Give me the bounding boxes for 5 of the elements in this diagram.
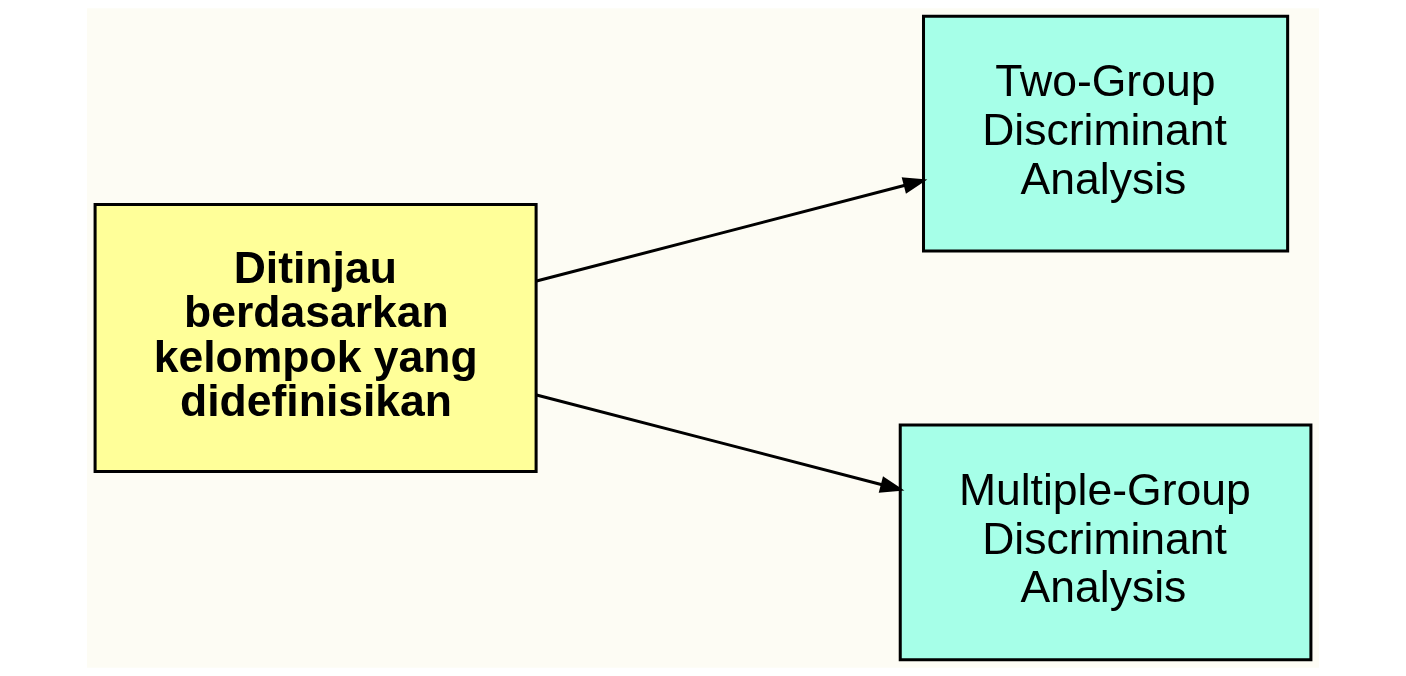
node-box: Ditinjau berdasarkan kelompok yang didefinisikan: [93, 202, 538, 474]
node-box: Two-Group Discriminant Analysis: [922, 14, 1290, 253]
node-box: Multiple-Group Discriminant Analysis: [898, 423, 1313, 662]
arrow: [536, 177, 928, 283]
arrow: [536, 393, 905, 493]
